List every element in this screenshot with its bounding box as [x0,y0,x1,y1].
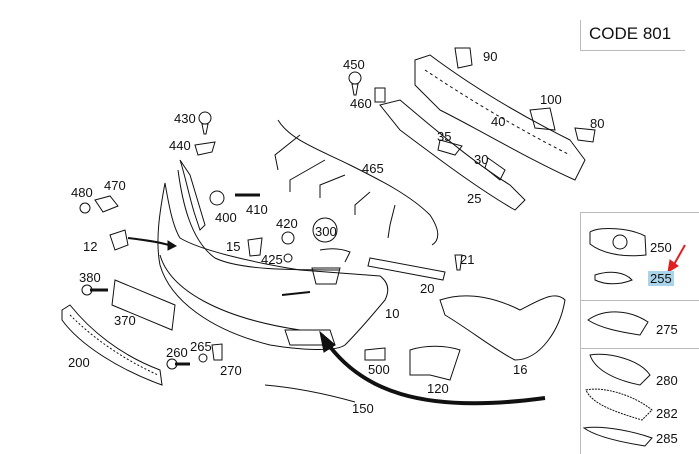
lower-grille [61,304,163,386]
direction-arrow [323,338,546,406]
plate-holder [111,279,176,331]
fog-lamp-trim [594,271,633,285]
bumper-lower-edge [159,254,301,331]
part-number-285[interactable]: 285 [656,431,678,446]
bumper-cover [157,182,389,351]
part-number-200[interactable]: 200 [68,355,90,370]
code-label: CODE 801 [589,24,672,43]
part-number-100[interactable]: 100 [540,92,562,107]
part-number-275[interactable]: 275 [656,322,678,337]
lower-guide [409,345,461,381]
trim-strip [367,257,446,281]
part-number-380[interactable]: 380 [79,270,101,285]
part-number-440[interactable]: 440 [169,138,191,153]
part-number-16[interactable]: 16 [513,362,528,377]
part-number-370[interactable]: 370 [114,313,136,328]
part-number-30[interactable]: 30 [474,152,489,167]
fog-lamp-bracket [439,295,566,361]
part-number-265[interactable]: 265 [190,339,212,354]
part-number-260[interactable]: 260 [166,345,188,360]
upper-grille-insert [589,353,651,386]
chrome-strip [587,311,649,336]
part-number-150[interactable]: 150 [352,401,374,416]
part-number-480[interactable]: 480 [71,185,93,200]
side-panel [580,212,699,454]
part-number-425[interactable]: 425 [261,252,283,267]
bumper-carrier [414,54,586,181]
part-number-90[interactable]: 90 [483,49,498,64]
fog-lamp-frame [589,228,647,257]
part-number-21[interactable]: 21 [460,252,475,267]
part-number-270[interactable]: 270 [220,363,242,378]
part-number-25[interactable]: 25 [467,191,482,206]
part-number-250[interactable]: 250 [650,240,672,255]
code-box: CODE 801 [580,20,685,51]
panel-divider [580,348,699,349]
part-number-280[interactable]: 280 [656,373,678,388]
part-number-20[interactable]: 20 [420,281,435,296]
part-number-300[interactable]: 300 [315,224,337,239]
bumper-side-trim [179,159,206,231]
part-number-410[interactable]: 410 [246,202,268,217]
part-number-460[interactable]: 460 [350,96,372,111]
part-number-400[interactable]: 400 [215,210,237,225]
part-number-35[interactable]: 35 [437,129,452,144]
part-number-15[interactable]: 15 [226,239,241,254]
part-number-12[interactable]: 12 [83,239,98,254]
part-number-420[interactable]: 420 [276,216,298,231]
part-number-80[interactable]: 80 [590,116,605,131]
part-number-120[interactable]: 120 [427,381,449,396]
lower-trim-insert [582,426,653,447]
wiring-harness [277,119,439,246]
part-number-40[interactable]: 40 [491,114,506,129]
bumper-upper-edge [177,169,341,271]
panel-divider [580,300,699,301]
part-number-10[interactable]: 10 [385,306,400,321]
part-number-430[interactable]: 430 [174,111,196,126]
part-number-465[interactable]: 465 [362,161,384,176]
part-number-470[interactable]: 470 [104,178,126,193]
part-number-282[interactable]: 282 [656,406,678,421]
part-number-255[interactable]: 255 [648,271,674,286]
impact-absorber [379,99,526,211]
part-number-500[interactable]: 500 [368,362,390,377]
part-number-450[interactable]: 450 [343,57,365,72]
